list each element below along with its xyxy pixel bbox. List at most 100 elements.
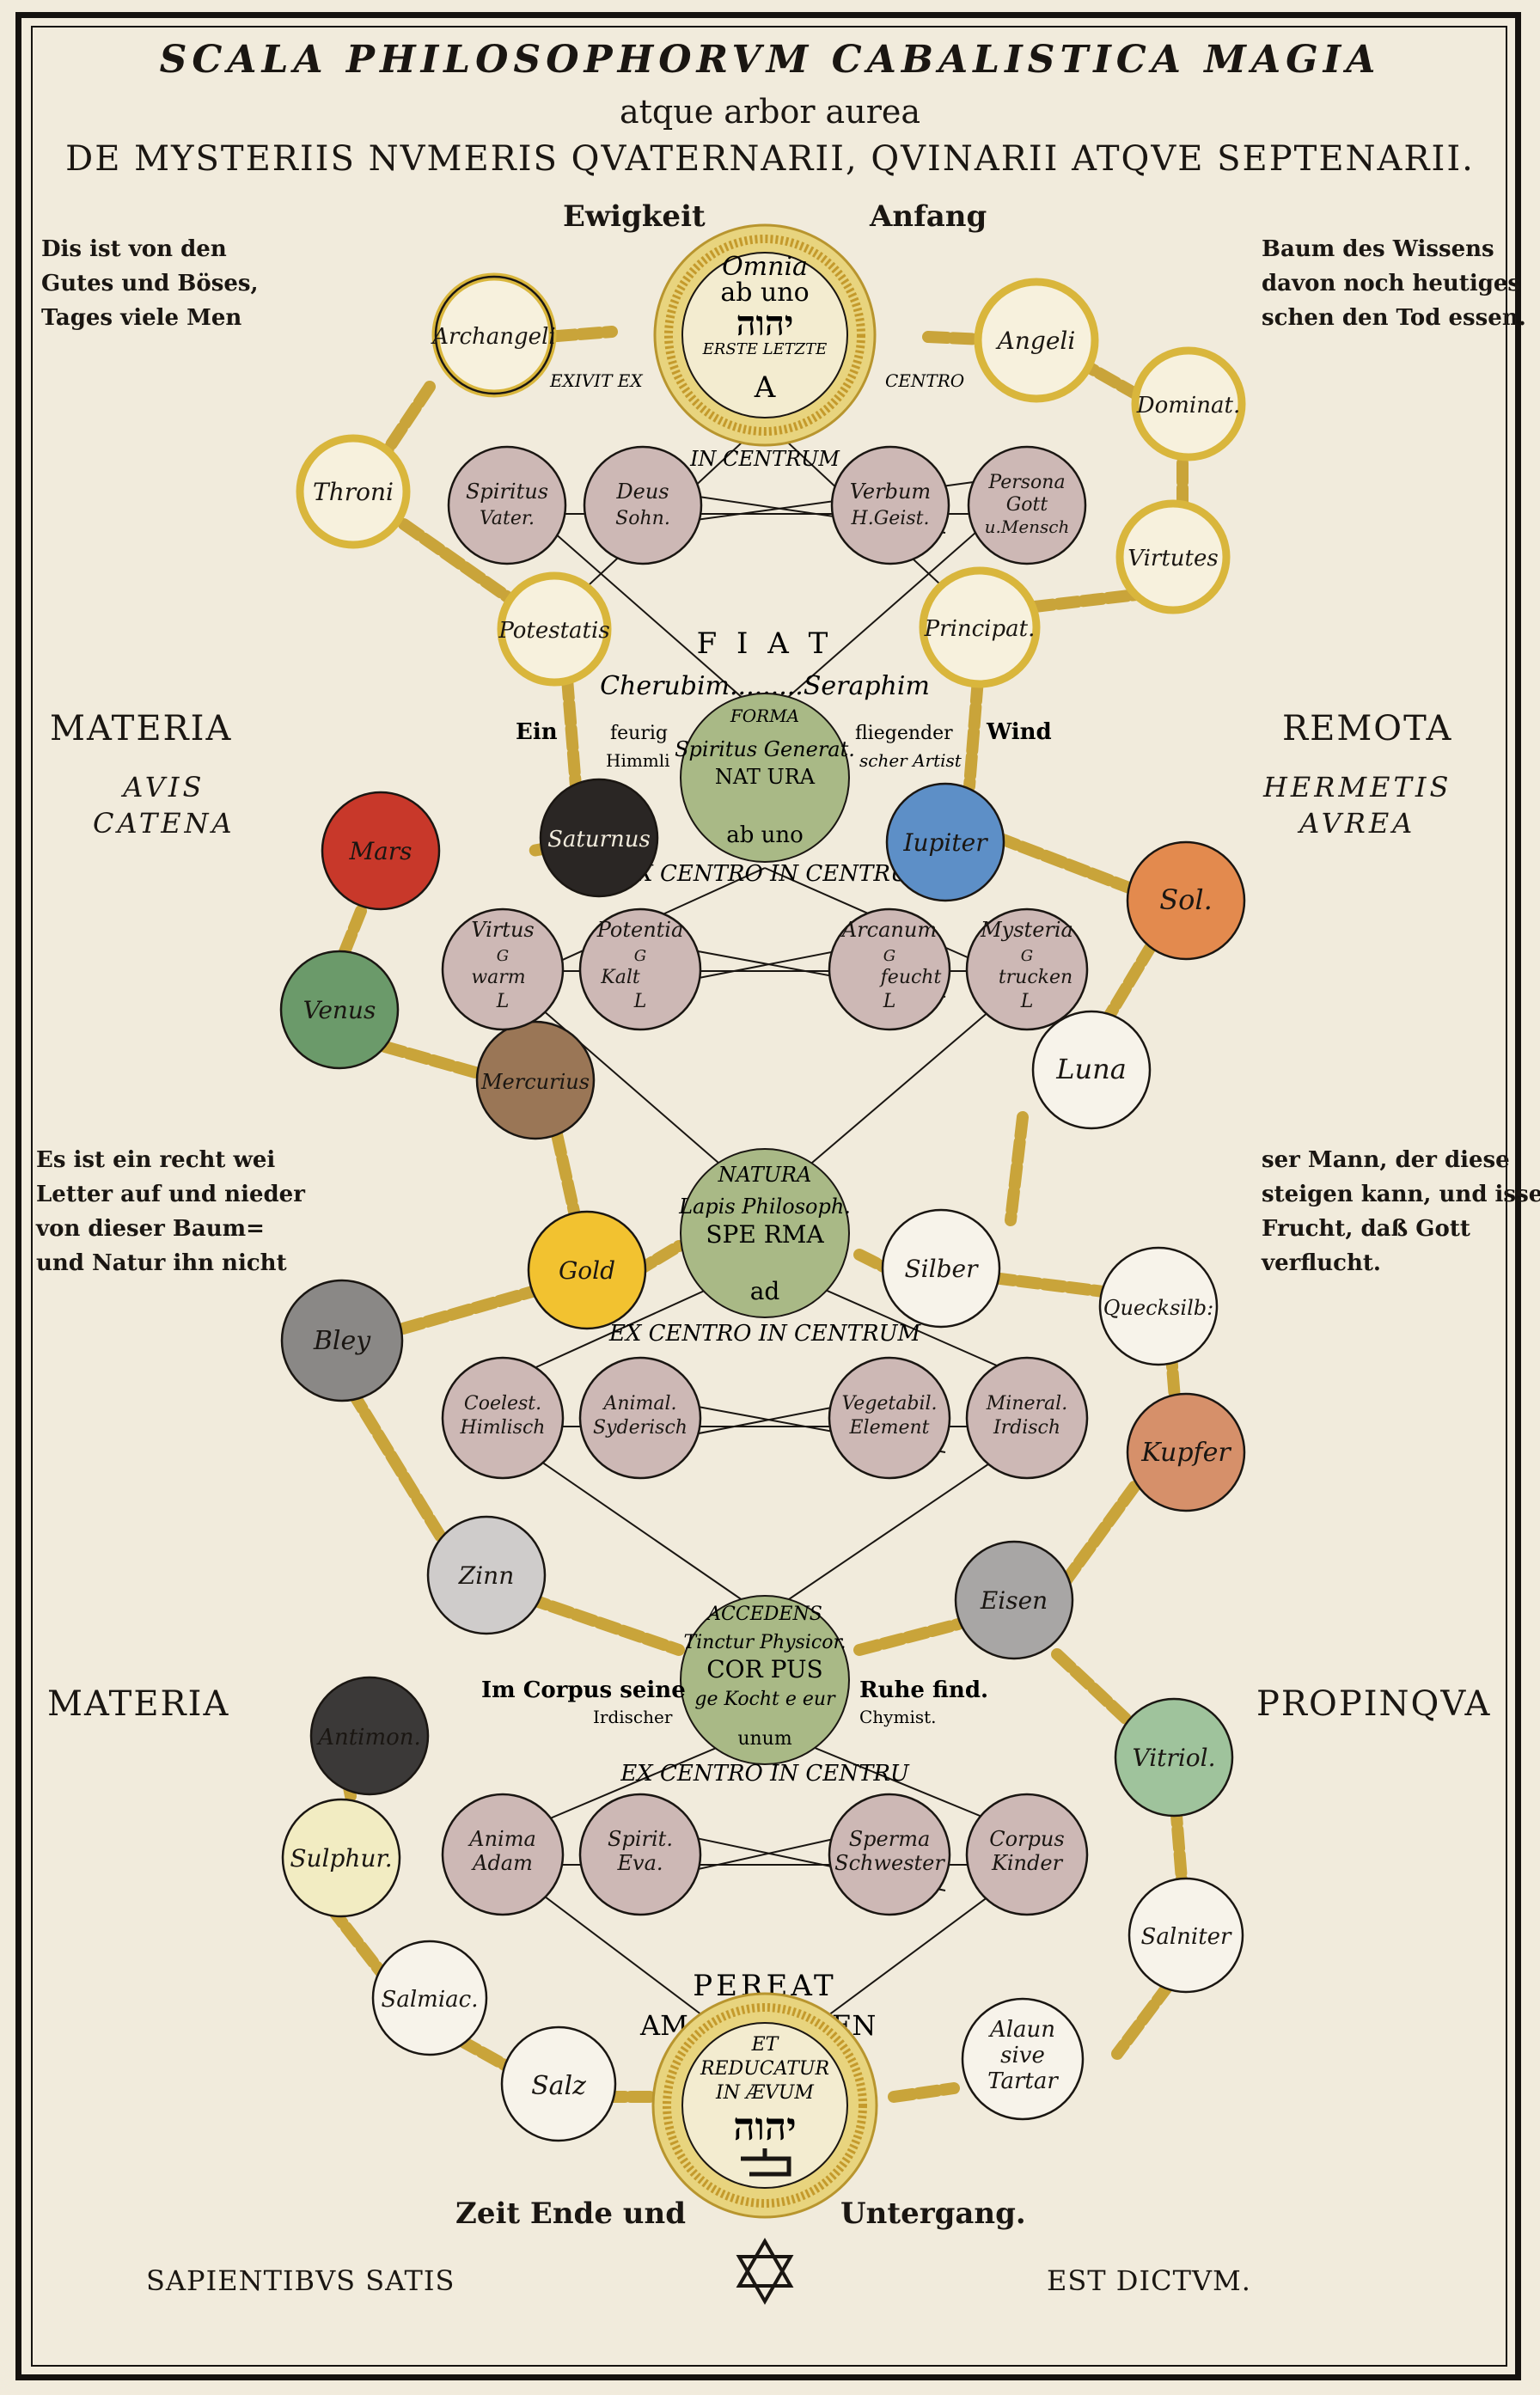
text-artist: scher Artist xyxy=(859,750,962,771)
bottom-sun-glyph xyxy=(741,2148,791,2177)
circle-mercurius: Mercurius xyxy=(475,1020,596,1140)
sun-text-ab-uno: ab uno xyxy=(720,278,809,308)
circle-archangeli: Archangeli xyxy=(431,272,557,398)
circle-label: Salniter xyxy=(1141,1924,1233,1950)
circle-label: Archangeli xyxy=(431,324,555,350)
circle-label: Saturnus xyxy=(547,827,651,852)
circle-label: Quecksilb: xyxy=(1103,1296,1213,1320)
word-untergang: Untergang. xyxy=(840,2196,1026,2231)
circle-label: Gold xyxy=(559,1256,615,1285)
circle-zinn: Zinn xyxy=(426,1515,547,1635)
circle-label: Dominat. xyxy=(1136,393,1240,419)
top-sun: Omnia ab uno יהוה ERSTE LETZTE A xyxy=(653,223,877,447)
circle-label: Iupiter xyxy=(902,828,988,857)
circle-label: Sol. xyxy=(1159,883,1213,916)
circle-coelest: Coelest. Himlisch xyxy=(441,1356,565,1480)
accedens-line: Tinctur Physicor. xyxy=(683,1632,846,1653)
remota-label: REMOTA xyxy=(1282,709,1453,748)
text-excentro-2: EX CENTRO IN CENTRUM xyxy=(608,1321,922,1347)
bottom-sun-line: REDUCATUR xyxy=(700,2058,829,2080)
circle-label: feucht xyxy=(879,967,942,988)
hexagram-icon xyxy=(736,2237,794,2306)
circle-label: Mars xyxy=(348,837,412,865)
text-excentro-1: EX CENTRO IN CENTRU xyxy=(620,861,910,887)
circle-label: Kinder xyxy=(991,1851,1064,1875)
right-text-1-line: davon noch heutiges xyxy=(1262,271,1521,296)
circle-quecksilb: Quecksilb: xyxy=(1098,1246,1219,1366)
circle-vitriol: Vitriol. xyxy=(1114,1697,1234,1818)
text-chymist: Chymist. xyxy=(859,1707,937,1727)
circle-virtutes: Virtutes xyxy=(1115,499,1231,614)
circle-label: Sulphur. xyxy=(290,1844,392,1873)
text-im-corpus: Im Corpus seine xyxy=(481,1677,686,1703)
circle-label: Irdisch xyxy=(993,1417,1060,1439)
circle-mineral: Mineral. Irdisch xyxy=(965,1356,1089,1480)
inner-border xyxy=(31,26,1507,2367)
right-text-2-line: verflucht. xyxy=(1262,1250,1381,1276)
circle-label: Luna xyxy=(1055,1053,1127,1085)
circle-salmiac: Salmiac. xyxy=(371,1940,488,2056)
bottom-sun-tetragram: יהוה xyxy=(733,2105,796,2149)
circle-potestatis: Potestatis xyxy=(497,571,612,687)
circle-label: L xyxy=(883,991,896,1012)
sun-text-alpha: A xyxy=(754,370,776,405)
circle-label: G xyxy=(1021,947,1033,965)
circle-virtus: Virtus G warm L xyxy=(441,907,565,1031)
circle-label: Vegetabil. xyxy=(841,1393,937,1414)
natura-line: SPE RMA xyxy=(706,1220,824,1249)
circle-angeli: Angeli xyxy=(974,278,1099,403)
circle-label: Alaun xyxy=(988,2017,1055,2043)
circle-iupiter: Iupiter xyxy=(885,782,1005,902)
accedens-line: ge Kocht e eur xyxy=(694,1689,836,1710)
circle-label: sive xyxy=(1000,2043,1045,2068)
avis-line: AVIS xyxy=(123,771,205,803)
circle-vegetabil: Vegetabil. Element xyxy=(828,1356,951,1480)
materia-label-2: MATERIA xyxy=(47,1684,230,1724)
circle-label: Salz xyxy=(531,2071,586,2101)
circle-label: Adam xyxy=(471,1851,533,1875)
circle-label: Bley xyxy=(313,1326,371,1356)
right-text-1-line: schen den Tod essen. xyxy=(1262,305,1526,331)
natura-line: NATURA xyxy=(718,1163,812,1187)
circle-label: Potentia xyxy=(596,918,684,942)
propinqua-label: PROPINQVA xyxy=(1256,1684,1492,1724)
circle-venus: Venus xyxy=(279,950,400,1070)
circle-label: Himlisch xyxy=(460,1417,546,1439)
circle-salniter: Salniter xyxy=(1128,1877,1244,1994)
circle-label: Angeli xyxy=(995,327,1076,355)
left-text-1-line: Dis ist von den xyxy=(41,236,227,262)
title-line-2: atque arbor aurea xyxy=(620,93,920,131)
circle-label: Corpus xyxy=(989,1827,1064,1851)
text-excentro-3: EX CENTRO IN CENTRU xyxy=(620,1761,910,1787)
circle-animal: Animal. Syderisch xyxy=(578,1356,702,1480)
word-zeit-ende: Zeit Ende und xyxy=(455,2196,686,2231)
circle-antimon: Antimon. xyxy=(309,1676,430,1796)
circle-label: H.Geist. xyxy=(851,508,930,529)
title-line-1: SCALA PHILOSOPHORVM CABALISTICA MAGIA xyxy=(159,38,1381,82)
left-text-1-line: Tages viele Men xyxy=(41,305,242,331)
forma-circle: FORMA Spiritus Generat. NAT URA ab uno xyxy=(675,693,855,863)
circle-dominat: Dominat. xyxy=(1131,346,1246,461)
text-fliegender: fliegender xyxy=(855,723,953,744)
circle-spiritus: Spiritus Vater. xyxy=(447,445,567,565)
circle-label: Mineral. xyxy=(986,1393,1067,1414)
circle-deus: Deus Sohn. xyxy=(583,445,703,565)
right-text-1: Baum des Wissens davon noch heutiges sch… xyxy=(1262,232,1526,335)
circle-label: G xyxy=(497,947,509,965)
circle-kupfer: Kupfer xyxy=(1126,1392,1246,1512)
circle-label: Mysteria xyxy=(980,918,1073,942)
forma-line: NAT URA xyxy=(715,765,816,789)
circle-label: Antimon. xyxy=(316,1725,421,1750)
circle-label: G xyxy=(883,947,895,965)
circle-label: L xyxy=(633,991,647,1012)
circle-label: Element xyxy=(848,1417,929,1439)
outer-border xyxy=(15,12,1521,2380)
circle-label: Kalt xyxy=(600,967,640,988)
circle-label: Virtutes xyxy=(1128,546,1218,571)
circle-label: Principat. xyxy=(924,616,1036,642)
circle-corpus: Corpus Kinder xyxy=(965,1793,1089,1916)
natura-line: Lapis Philosoph. xyxy=(678,1194,851,1219)
circle-spirit: Spirit. Eva. xyxy=(578,1793,702,1916)
text-himmli: Himmli xyxy=(606,750,670,771)
